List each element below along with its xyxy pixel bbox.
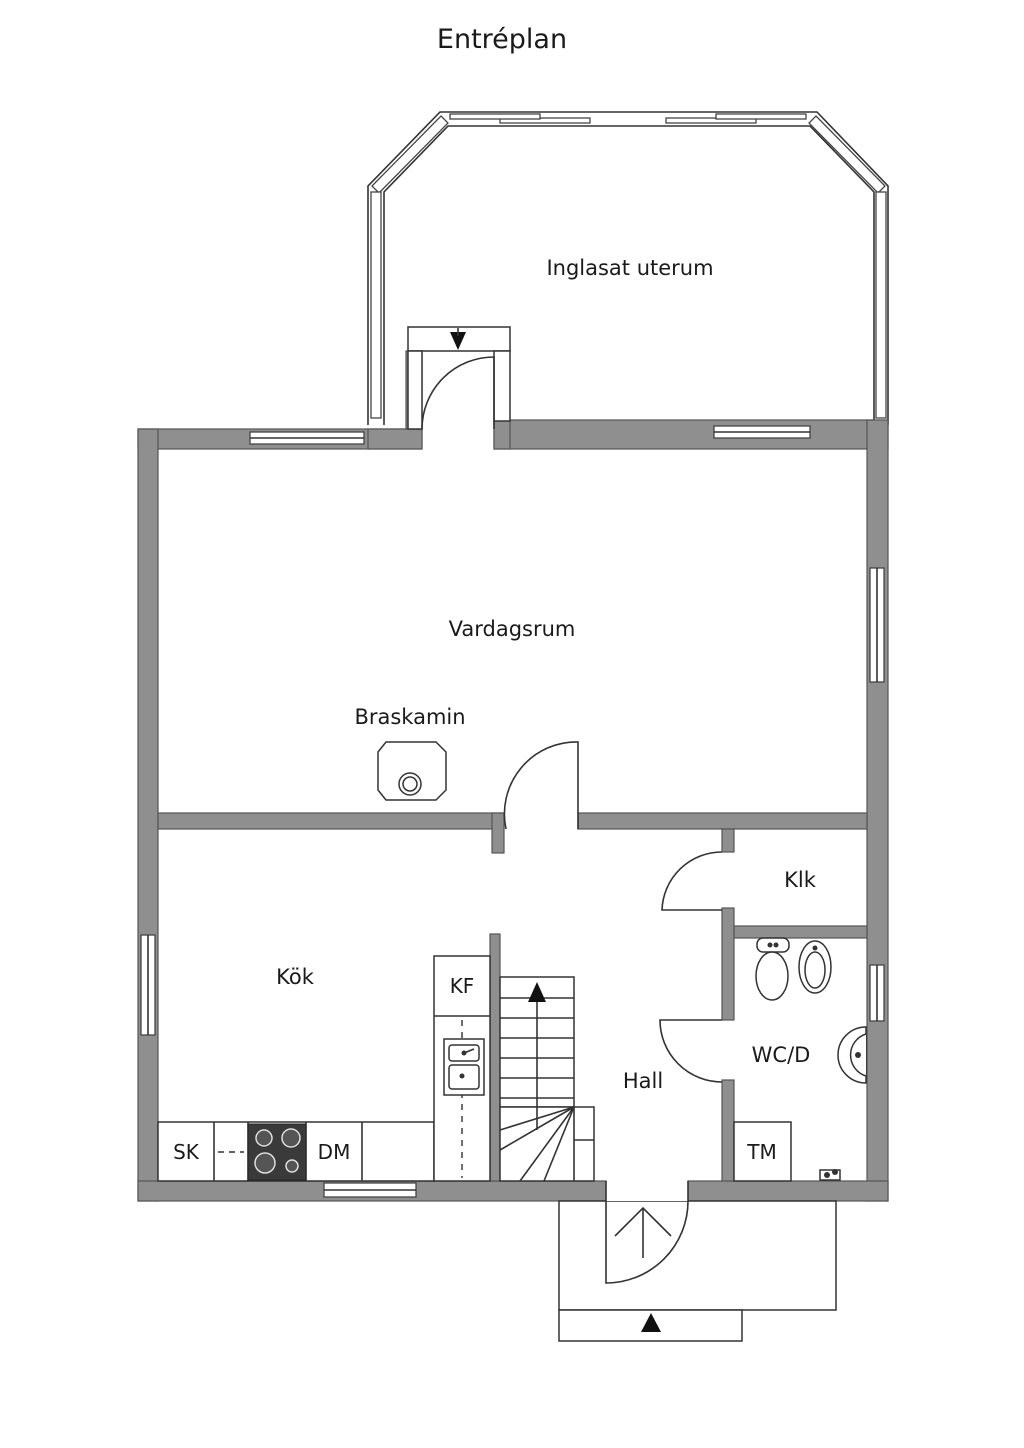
window xyxy=(665,117,757,124)
door-swing xyxy=(421,356,495,430)
staircase xyxy=(499,976,595,1182)
toilet-icon xyxy=(755,937,790,1001)
fixture-label-sk: SK xyxy=(173,1140,200,1164)
window xyxy=(449,113,541,120)
washing-machine xyxy=(733,1121,792,1182)
window xyxy=(875,191,887,419)
bidet-icon xyxy=(798,940,832,994)
room-label-uterum: Inglasat uterum xyxy=(546,256,713,280)
arrow-down-icon xyxy=(450,332,466,350)
fireplace-label: Braskamin xyxy=(354,705,465,729)
washbasin-icon xyxy=(837,1026,867,1084)
sunroom-walls xyxy=(367,111,889,425)
arrow-up-icon xyxy=(641,1313,661,1332)
window xyxy=(808,115,886,194)
room-label-hall: Hall xyxy=(623,1069,663,1093)
room-label-klk: Klk xyxy=(784,868,817,892)
fixture-label-dm: DM xyxy=(318,1140,351,1164)
window xyxy=(499,117,591,124)
fixture-label-tm: TM xyxy=(746,1140,776,1164)
plan-title: Entréplan xyxy=(437,24,567,55)
tap-icon xyxy=(819,1169,841,1181)
fixture-label-kf: KF xyxy=(450,974,475,998)
door-swing xyxy=(605,1200,689,1284)
arrow-up-icon xyxy=(528,982,546,1002)
room-label-kok: Kök xyxy=(276,965,315,989)
entrance-porch xyxy=(558,1200,837,1311)
room-label-wcd: WC/D xyxy=(752,1043,811,1067)
interior-walls xyxy=(157,812,868,1182)
room-label-vardagsrum: Vardagsrum xyxy=(449,617,576,641)
door-swing xyxy=(659,1019,723,1083)
window xyxy=(715,113,807,120)
door-swing xyxy=(661,851,723,911)
window xyxy=(370,191,382,419)
door-swing xyxy=(503,741,579,830)
fireplace xyxy=(377,741,447,801)
window xyxy=(371,115,449,194)
